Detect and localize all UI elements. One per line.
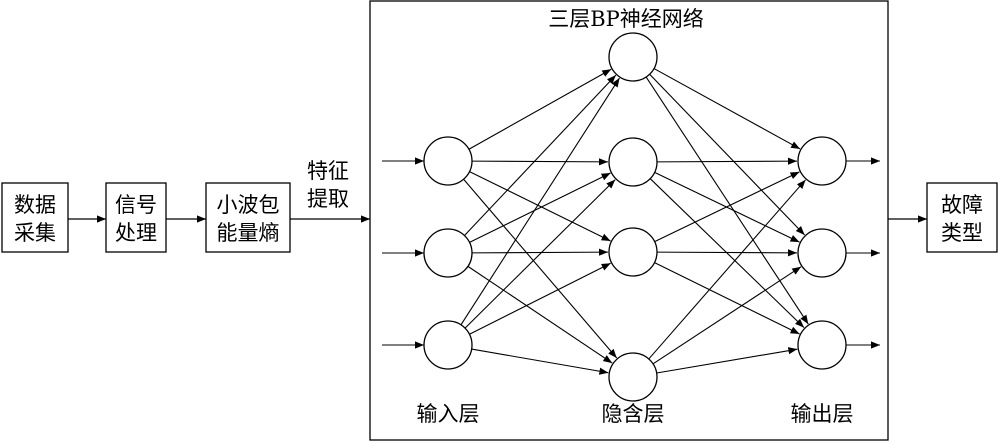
output-node-3: [797, 320, 847, 370]
label-feature-extraction: 特征 提取: [307, 159, 349, 211]
connection-input2-to-hidden1: [464, 74, 617, 236]
connection-hidden4-to-output3: [656, 347, 798, 374]
layer-label-output: 输出层: [791, 402, 854, 426]
box-fault-type: 故障 类型: [926, 182, 998, 253]
layer-label-hidden: 隐含层: [602, 402, 665, 426]
connection-input3-to-hidden2: [464, 179, 616, 329]
box-wavelet-energy-entropy: 小波包 能量熵: [205, 182, 291, 253]
connection-hidden2-to-output3: [649, 178, 805, 329]
network-io-arrows: [382, 157, 880, 349]
box-signal-processing: 信号 处理: [105, 182, 167, 253]
connection-input2-to-hidden4: [467, 265, 613, 364]
connection-hidden1-to-output2: [649, 73, 806, 236]
connection-input3-to-hidden3: [469, 262, 611, 335]
box-wavelet-line1: 小波包: [217, 193, 280, 217]
connection-hidden4-to-output2: [652, 266, 802, 365]
connection-input1-to-hidden2: [471, 158, 609, 166]
connection-hidden1-to-output3: [645, 76, 809, 325]
box-signal-processing-line2: 处理: [115, 221, 157, 245]
connection-input2-to-hidden2: [469, 172, 611, 243]
connection-input2-to-hidden3: [471, 248, 609, 256]
connection-input3-to-hidden4: [471, 348, 609, 375]
connection-hidden3-to-output2: [656, 249, 798, 257]
connection-hidden2-to-output1: [656, 157, 798, 165]
network-connections: [460, 68, 809, 375]
box-data-acquisition: 数据 采集: [1, 182, 69, 253]
feature-extraction-line2: 提取: [307, 187, 349, 211]
input-node-3: [423, 320, 473, 370]
connection-hidden1-to-output1: [653, 68, 801, 150]
connection-input1-to-hidden1: [468, 68, 612, 150]
connection-input3-to-hidden1: [460, 77, 620, 326]
output-node-1: [797, 136, 847, 186]
box-fault-type-line1: 故障: [941, 193, 983, 217]
layer-label-input: 输入层: [417, 402, 480, 426]
input-node-2: [423, 228, 473, 278]
connection-hidden4-to-output1: [648, 179, 806, 360]
box-data-acquisition-line2: 采集: [14, 221, 56, 245]
hidden-node-3: [608, 227, 658, 277]
hidden-node-1: [608, 32, 658, 82]
output-node-2: [797, 228, 847, 278]
feature-extraction-line1: 特征: [307, 159, 349, 183]
hidden-node-4: [608, 352, 658, 402]
hidden-node-2: [608, 137, 658, 187]
connection-hidden3-to-output1: [654, 171, 800, 243]
box-fault-type-line2: 类型: [941, 221, 983, 245]
connection-input1-to-hidden3: [469, 171, 611, 242]
box-data-acquisition-line1: 数据: [14, 193, 56, 217]
network-title: 三层BP神经网络: [548, 7, 704, 31]
network-frame: [369, 0, 889, 441]
box-wavelet-line2: 能量熵: [217, 221, 280, 245]
input-node-1: [423, 136, 473, 186]
box-signal-processing-line1: 信号: [115, 193, 157, 217]
connection-hidden3-to-output3: [654, 262, 800, 335]
network-nodes: [423, 32, 847, 402]
